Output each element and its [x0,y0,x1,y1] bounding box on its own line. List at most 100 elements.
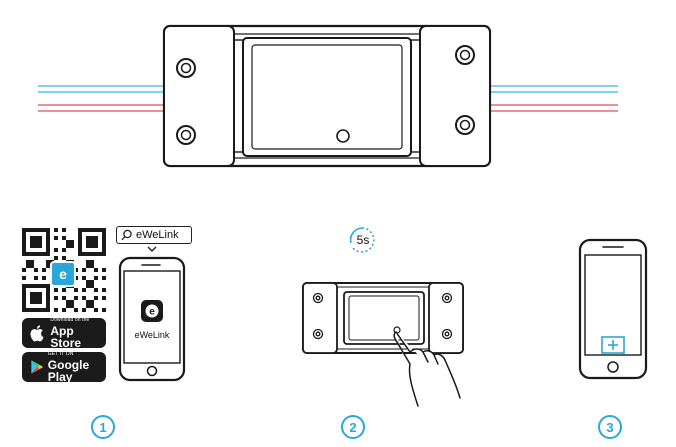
qr-module [86,236,90,240]
qr-module [22,300,26,304]
qr-module [22,244,26,248]
step-3-marker: 3 [598,415,622,439]
search-text: eWeLink [136,229,179,241]
google-play-badge[interactable]: GET IT ON Google Play [22,351,106,384]
timer-icon [349,227,375,253]
qr-module [82,296,86,300]
qr-module [46,284,50,288]
qr-module [22,288,26,292]
qr-module [70,240,74,244]
qr-module [38,296,42,300]
qr-module [86,260,90,264]
qr-module [22,284,26,288]
qr-module [34,252,38,256]
qr-module [74,308,78,312]
qr-module [62,236,66,240]
qr-module [22,252,26,256]
qr-module [22,296,26,300]
play-store-icon [31,360,43,374]
qr-module [54,248,58,252]
qr-module [86,228,90,232]
qr-module [42,228,46,232]
pairing-button [336,129,350,143]
smart-switch-device [38,24,618,168]
qr-module [78,240,82,244]
qr-module [34,268,38,272]
qr-module [102,236,106,240]
qr-module [102,288,106,292]
search-icon [121,229,132,241]
qr-module [22,276,26,280]
qr-module [46,292,50,296]
qr-module [46,236,50,240]
qr-module [54,296,58,300]
qr-module [82,228,86,232]
qr-module [22,228,26,232]
qr-module [86,244,90,248]
qr-module [46,308,50,312]
qr-module [46,264,50,268]
qr-module [62,296,66,300]
qr-module [38,308,42,312]
qr-module [94,236,98,240]
qr-module [78,232,82,236]
qr-module [90,284,94,288]
qr-module [78,236,82,240]
qr-module [90,228,94,232]
qr-module [94,296,98,300]
qr-module [30,284,34,288]
qr-module [46,260,50,264]
qr-module [46,304,50,308]
qr-module [66,304,70,308]
qr-module [102,240,106,244]
qr-module [42,268,46,272]
qr-module [102,252,106,256]
add-device-icon [601,336,625,354]
qr-module [102,228,106,232]
qr-module [66,300,70,304]
qr-module [38,300,42,304]
qr-module [94,240,98,244]
qr-module [30,240,34,244]
qr-module [90,304,94,308]
qr-module [26,308,30,312]
phone-with-app: e [118,256,186,382]
qr-module [22,236,26,240]
qr-module [98,228,102,232]
apple-icon [30,325,44,342]
appstore-big-text: App Store [50,323,82,350]
qr-module [46,228,50,232]
qr-module [22,304,26,308]
qr-module [46,300,50,304]
qr-module [74,288,78,292]
qr-module [34,276,38,280]
step-1-marker: 1 [91,415,115,439]
app-store-badge[interactable]: Download on the App Store [22,317,106,350]
qr-module [94,228,98,232]
qr-module [46,232,50,236]
qr-module [90,244,94,248]
qr-module [78,244,82,248]
qr-module [86,264,90,268]
qr-module [66,244,70,248]
qr-module [74,268,78,272]
chevron-down-icon [147,246,157,252]
qr-module [42,284,46,288]
qr-module [22,268,26,272]
qr-module [42,308,46,312]
left-wires [38,85,165,112]
qr-module [30,300,34,304]
qr-module [86,284,90,288]
qr-module [54,228,58,232]
qr-module [102,232,106,236]
qr-module [30,244,34,248]
qr-module [82,252,86,256]
right-wires [490,85,618,112]
qr-module [54,236,58,240]
qr-module [30,264,34,268]
googleplay-big-text: Google Play [47,357,90,384]
qr-module [78,228,82,232]
qr-module [102,268,106,272]
qr-module [86,240,90,244]
qr-module [38,244,42,248]
